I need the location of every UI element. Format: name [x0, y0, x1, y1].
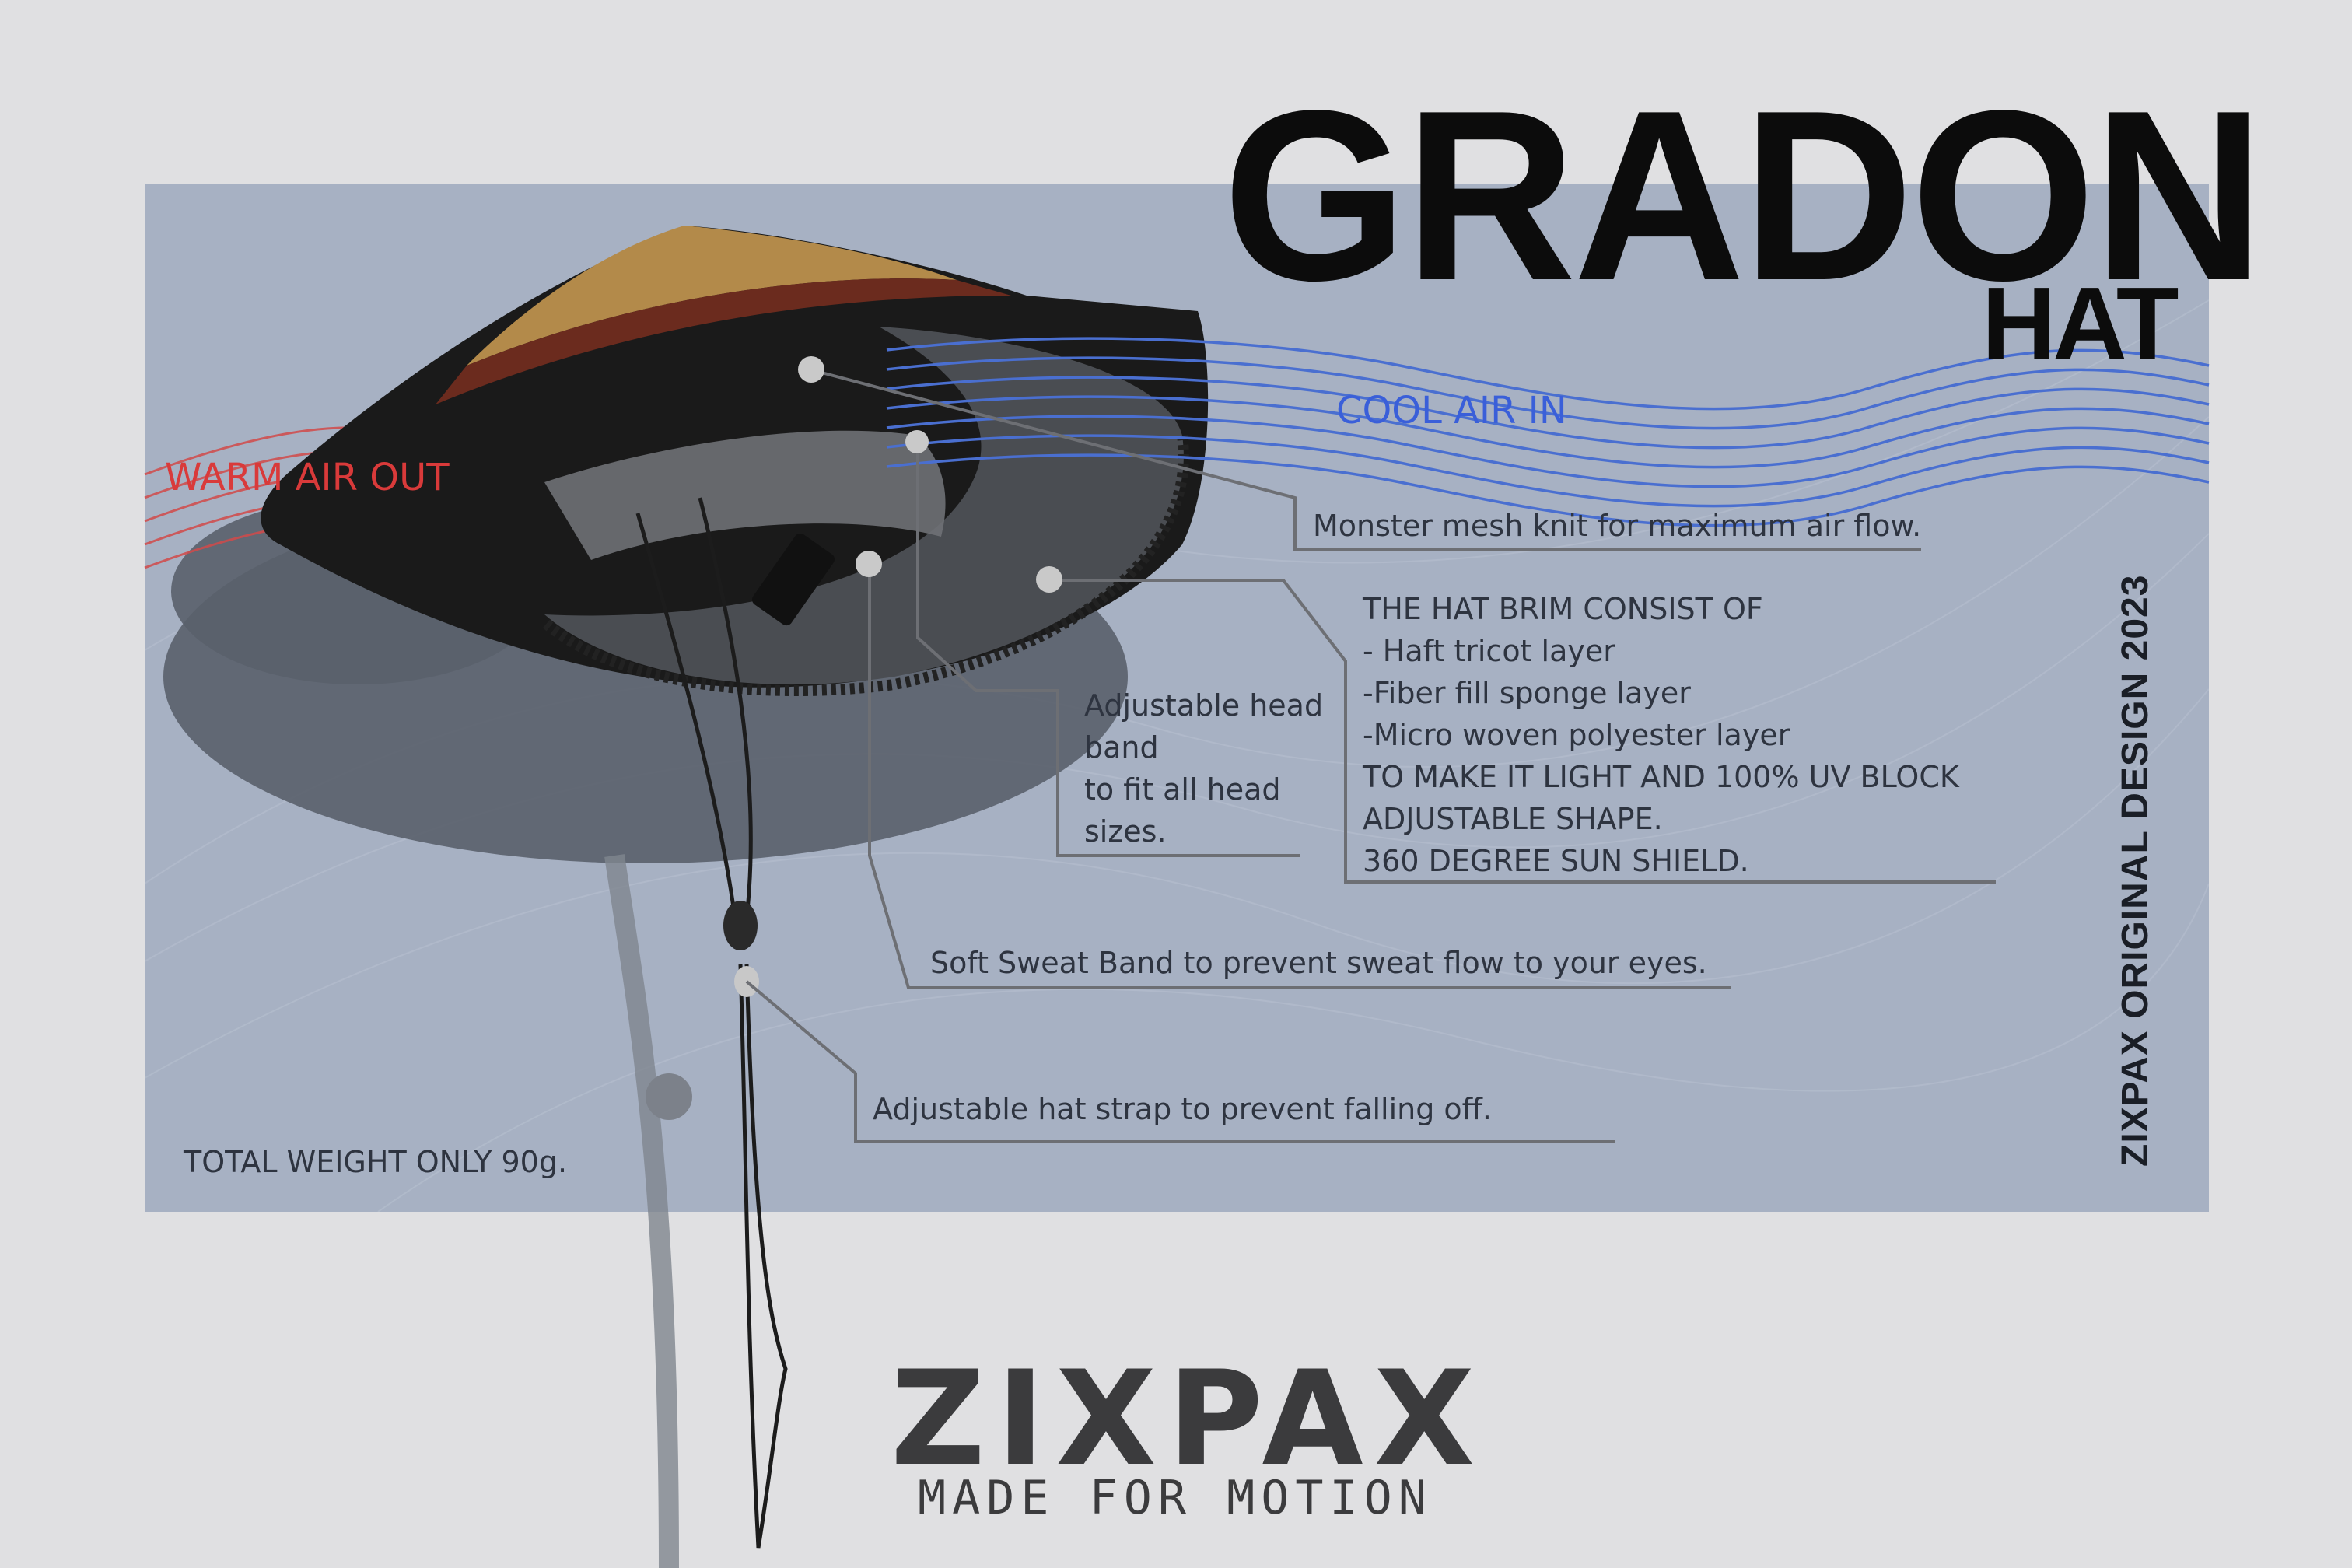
- design-caption: ZIXPAX ORIGINAL DESIGN 2023: [2115, 574, 2156, 1167]
- strap-toggle: [723, 901, 758, 950]
- leader-lines: [745, 369, 1996, 1143]
- chin-strap: [635, 497, 788, 1549]
- brim-line: -Micro woven polyester layer: [1363, 718, 1790, 752]
- headband-line: to fit all head: [1084, 772, 1281, 807]
- brim-line: -Fiber fill sponge layer: [1363, 676, 1691, 710]
- headband-line: Adjustable head: [1084, 688, 1324, 723]
- cool-air-label: COOL AIR IN: [1336, 389, 1567, 432]
- brand-logo: ZIXPAX: [891, 1342, 1486, 1495]
- callout-sweatband: Soft Sweat Band to prevent sweat flow to…: [930, 946, 1707, 980]
- product-subtitle: HAT: [1982, 266, 2179, 380]
- callout-dot-sweatband: [856, 551, 882, 577]
- brim-heading: THE HAT BRIM CONSIST OF: [1363, 592, 1763, 626]
- brand-tagline: MADE FOR MOTION: [918, 1471, 1433, 1525]
- callout-dot-mesh: [798, 356, 824, 383]
- product-title: GRADON: [1223, 61, 2264, 331]
- callout-dot-brim: [1036, 566, 1062, 593]
- mesh-band: [544, 430, 946, 560]
- headband-line: sizes.: [1084, 814, 1167, 849]
- callout-mesh: Monster mesh knit for maximum air flow.: [1313, 509, 1922, 543]
- callout-dot-headband: [905, 430, 929, 453]
- brim-line: - Haft tricot layer: [1363, 634, 1615, 668]
- brim-line: TO MAKE IT LIGHT AND 100% UV BLOCK: [1363, 760, 1959, 794]
- cool-air-lines: [886, 337, 2210, 527]
- callout-headband: Adjustable head band to fit all head siz…: [1084, 684, 1323, 852]
- brim-line: 360 DEGREE SUN SHIELD.: [1363, 844, 1749, 878]
- callout-brim: THE HAT BRIM CONSIST OF - Haft tricot la…: [1363, 588, 1959, 882]
- brim-line: ADJUSTABLE SHAPE.: [1363, 802, 1663, 836]
- warm-air-label: WARM AIR OUT: [165, 456, 450, 499]
- weight-note: TOTAL WEIGHT ONLY 90g.: [184, 1145, 568, 1179]
- headband-line: band: [1084, 730, 1159, 765]
- callout-strap: Adjustable hat strap to prevent falling …: [873, 1092, 1492, 1126]
